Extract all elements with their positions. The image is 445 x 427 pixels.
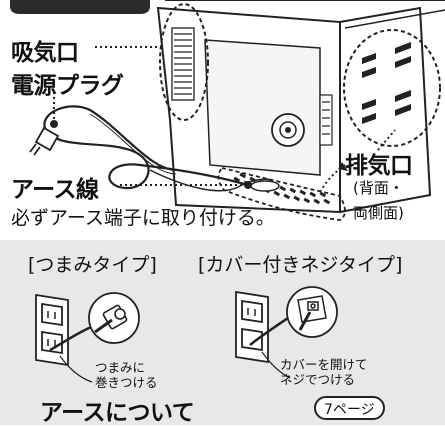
- header-tab: [10, 0, 150, 14]
- side-vent-highlight: [343, 29, 441, 147]
- cover-caption-pointer: [261, 351, 291, 379]
- cover-caption-line2: ネジでつける: [280, 372, 356, 387]
- cover-type-heading: [カバー付きネジタイプ]: [198, 254, 403, 276]
- knob-outlet-plate: [35, 293, 69, 367]
- exhaust-detail-line2: 両側面): [353, 204, 404, 222]
- earth-type-panel: [0, 240, 445, 425]
- bottom-exhaust-vent: [233, 172, 331, 205]
- intake-highlight: [159, 3, 209, 121]
- earth-wire-label: アース線: [11, 177, 99, 203]
- page-reference-link[interactable]: 7ページ: [314, 396, 385, 420]
- front-vent: [319, 94, 333, 146]
- appliance-illustration: [10, 0, 445, 221]
- bottom-vent-highlight: [217, 166, 346, 221]
- side-exhaust-vents: [362, 42, 411, 124]
- knob-type-heading: [つまみタイプ]: [28, 254, 157, 276]
- cover-caption-line1: カバーを開けて: [280, 357, 368, 372]
- exhaust-detail-line1: (背面・: [353, 179, 404, 197]
- leader-lines: [53, 46, 396, 193]
- earth-section-title: アースについて: [40, 400, 195, 426]
- knob-caption-line2: 巻きつける: [95, 375, 158, 390]
- earth-note-label: 必ずアース端子に取り付ける。: [11, 207, 275, 229]
- intake-label: 吸気口: [11, 40, 79, 66]
- power-plug-label: 電源プラグ: [11, 73, 124, 99]
- power-cord: [43, 105, 249, 190]
- cover-caption: カバーを開けて ネジでつける: [280, 357, 368, 387]
- intake-grille: [171, 27, 195, 101]
- exhaust-label: 排気口: [345, 153, 413, 179]
- cover-outlet-plate: [235, 290, 269, 364]
- knob-caption-line1: つまみに: [95, 360, 146, 375]
- power-plug-icon: [29, 126, 60, 156]
- knob-caption: つまみに 巻きつける: [95, 360, 158, 390]
- knob-caption-pointer: [59, 355, 93, 383]
- cover-terminal-icon: [297, 295, 327, 323]
- power-leader-dot: [50, 120, 58, 128]
- earth-leader-dot: [244, 181, 252, 189]
